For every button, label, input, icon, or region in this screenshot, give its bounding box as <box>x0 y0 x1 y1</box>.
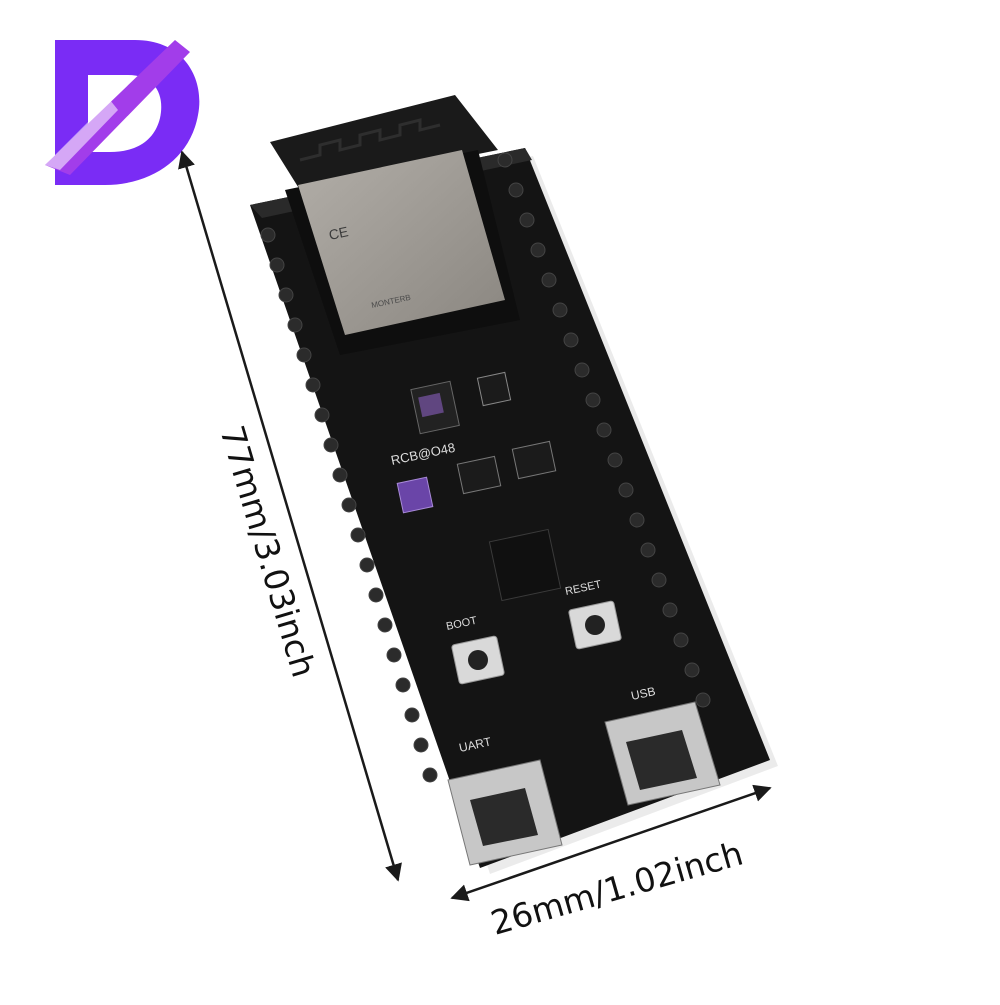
wifi-module <box>298 150 505 335</box>
left-pin-header <box>260 227 438 783</box>
length-label: 77mm/3.03inch <box>212 421 323 681</box>
reset-button[interactable] <box>568 600 622 650</box>
usb-label: USB <box>630 684 657 703</box>
boot-button[interactable] <box>451 635 505 685</box>
right-pin-header <box>497 152 711 708</box>
usb-uart-chip <box>488 528 562 602</box>
uart-usb-port[interactable] <box>447 759 563 866</box>
dev-board: CE MONTERB RCB@O48 BOOT RESET UART USB <box>250 95 778 874</box>
rgb-led <box>396 476 434 514</box>
brand-logo <box>45 40 200 185</box>
antenna-area <box>270 95 498 190</box>
usb-port[interactable] <box>604 701 721 806</box>
uart-label: UART <box>458 734 493 755</box>
module-mark: CE <box>327 223 349 243</box>
